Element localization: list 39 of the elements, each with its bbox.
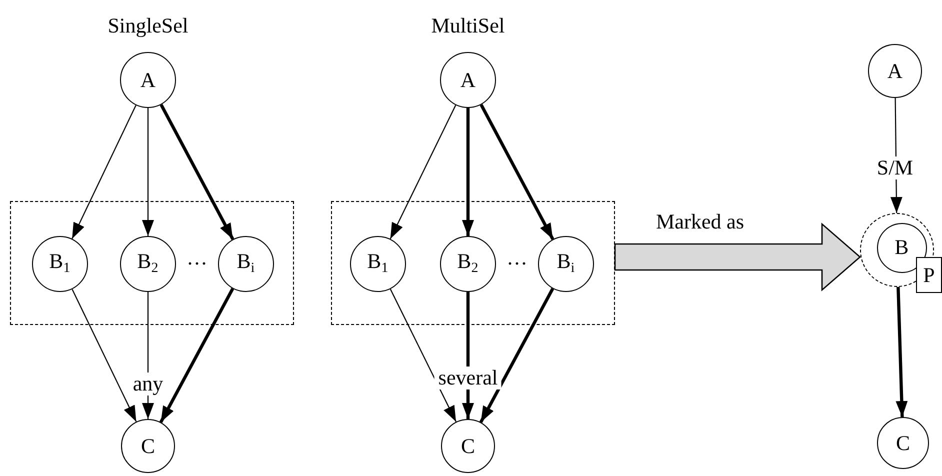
edge-label: several <box>434 366 502 390</box>
arrow <box>72 288 137 422</box>
node-label: B$_{1}$ <box>367 251 388 276</box>
arrow <box>72 105 136 239</box>
node-label: B$_{i}$ <box>236 251 255 276</box>
node-label: B$_{2}$ <box>457 251 478 276</box>
circle-node <box>877 417 929 469</box>
edge-label: Marked as <box>656 212 744 232</box>
arrow <box>160 104 234 240</box>
block-arrow <box>614 222 861 292</box>
circle-node <box>441 419 495 473</box>
circle-node <box>121 419 175 473</box>
dashed-group-box <box>331 201 615 325</box>
port-box <box>916 257 942 293</box>
node-label: C <box>896 432 910 454</box>
ellipsis: ··· <box>186 254 208 274</box>
arrow <box>390 104 456 240</box>
arrow <box>142 108 154 236</box>
node-label: A <box>140 70 156 90</box>
node-label: A <box>460 70 476 90</box>
circle-node <box>868 44 922 98</box>
node-label: C <box>460 436 475 456</box>
arrow <box>896 286 908 418</box>
node-label: A <box>887 60 903 82</box>
arrow <box>390 288 457 422</box>
arrow <box>479 288 554 423</box>
dashed-group-box <box>10 201 294 325</box>
ellipsis: ··· <box>506 254 528 274</box>
node-label: C <box>140 436 155 456</box>
panel-title: MultiSel <box>431 16 505 36</box>
node-label: B <box>894 237 909 258</box>
arrow <box>480 104 554 240</box>
node-label: B$_{1}$ <box>49 251 70 276</box>
node-label: B$_{i}$ <box>556 251 575 276</box>
node-label: B$_{2}$ <box>137 251 158 276</box>
arrow <box>159 288 234 423</box>
node-label: P <box>923 264 935 286</box>
arrow <box>462 108 474 236</box>
panel-title: SingleSel <box>108 16 188 36</box>
